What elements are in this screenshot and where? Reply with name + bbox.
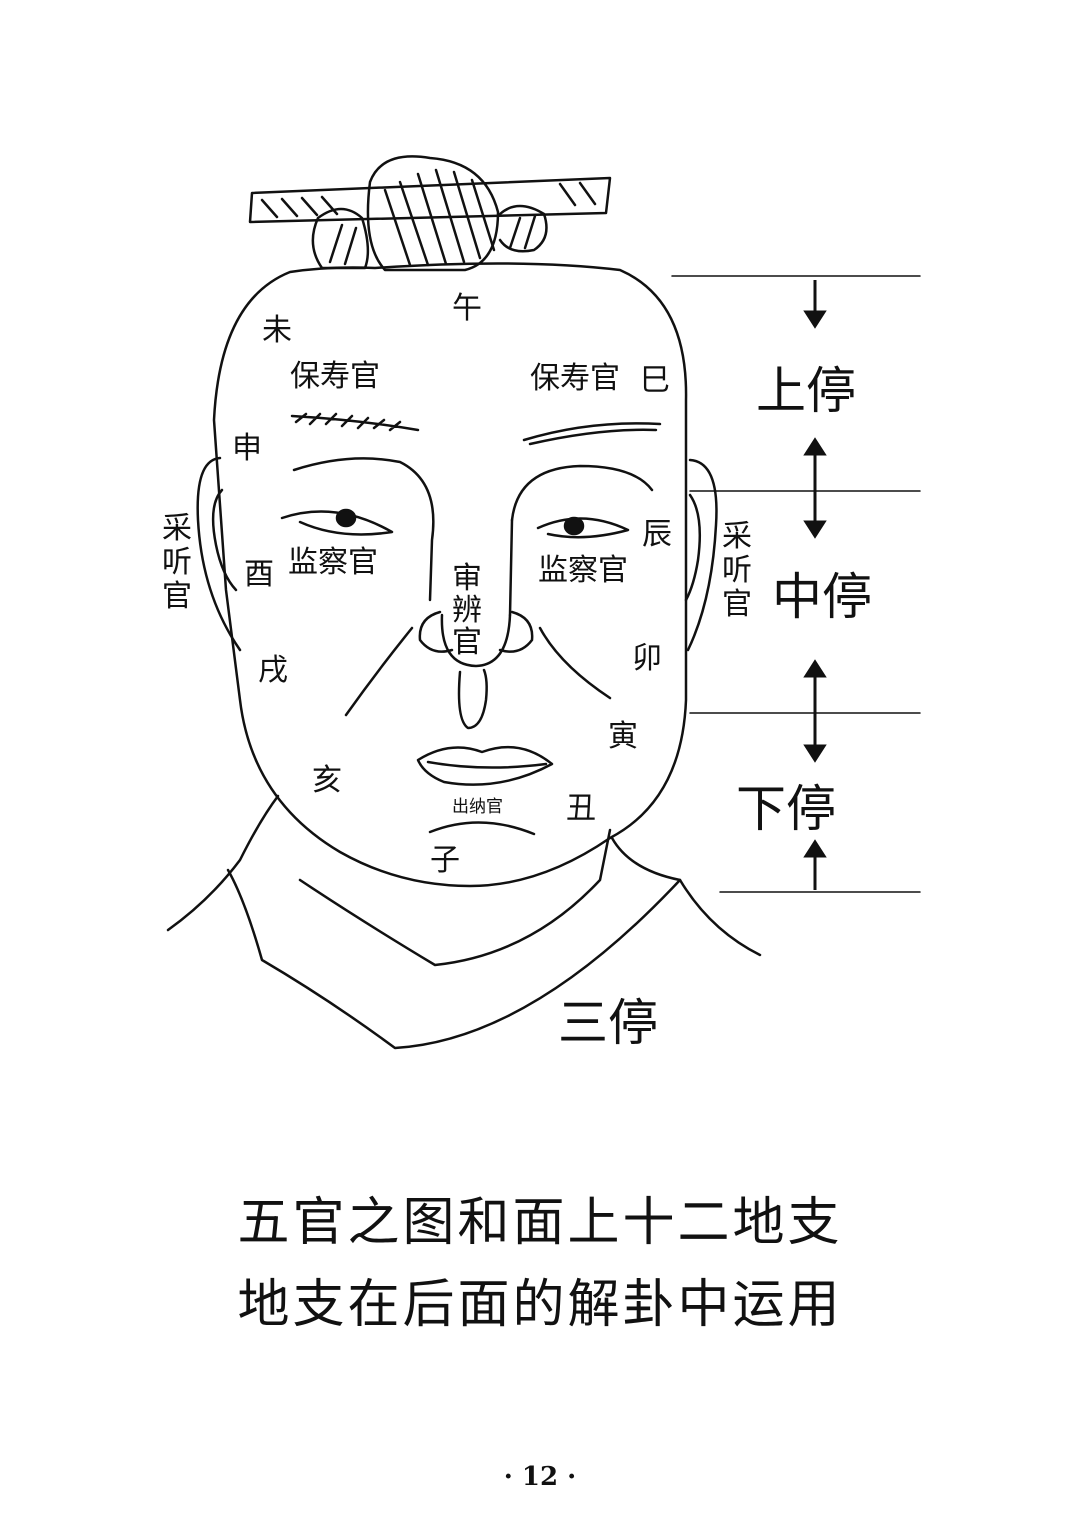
label-caiting-right-2: 听: [722, 553, 752, 588]
right-ear: [686, 458, 718, 652]
label-si: 巳: [640, 363, 670, 398]
label-jiancha-left: 监察官: [288, 545, 378, 580]
nose-tip: [440, 613, 512, 668]
right-eyebrow: [522, 422, 662, 446]
label-shenbian-2: 辨: [452, 593, 482, 628]
label-shen: 申: [232, 431, 262, 466]
label-xu: 戌: [258, 653, 288, 688]
left-socket: [292, 457, 435, 602]
arrows: [803, 280, 827, 890]
topknot: [311, 155, 548, 272]
philtrum: [457, 668, 488, 730]
label-wei: 未: [262, 313, 292, 348]
label-chuna: 出纳官: [452, 797, 503, 817]
label-wu: 午: [452, 291, 482, 326]
label-hai: 亥: [312, 763, 342, 798]
label-baoshou-left: 保寿官: [290, 359, 380, 394]
stop-lower: 下停: [736, 780, 836, 838]
label-caiting-right-1: 采: [722, 519, 752, 554]
caption-line-2: 地支在后面的解卦中运用: [237, 1275, 843, 1335]
label-jiancha-right: 监察官: [538, 553, 628, 588]
stops-title: 三停: [558, 994, 658, 1052]
page-number: · 12 ·: [503, 1462, 577, 1492]
caption-line-1: 五官之图和面上十二地支: [237, 1193, 843, 1253]
label-caiting-left-3: 官: [162, 579, 192, 614]
stop-middle: 中停: [772, 568, 872, 626]
label-baoshou-right: 保寿官: [530, 361, 620, 396]
stop-upper: 上停: [756, 362, 856, 420]
left-eye: [280, 510, 394, 536]
head-outline: [212, 262, 688, 888]
label-yin: 寅: [608, 719, 638, 754]
label-chou: 丑: [566, 791, 596, 826]
label-caiting-right-3: 官: [722, 587, 752, 622]
hairpin: [248, 176, 612, 224]
left-eyebrow: [290, 412, 420, 432]
label-caiting-left-2: 听: [162, 545, 192, 580]
label-you: 酉: [244, 557, 274, 592]
collar: [166, 794, 762, 1050]
nose-bridge: [508, 518, 514, 617]
label-zi: 子: [430, 843, 460, 878]
left-ear: [196, 456, 242, 652]
mouth: [416, 745, 554, 786]
right-eye: [536, 517, 630, 539]
label-mao: 卯: [632, 641, 662, 676]
label-shenbian-1: 审: [452, 561, 482, 596]
label-shenbian-3: 官: [452, 625, 482, 660]
stop-guides: [671, 275, 921, 893]
chin-curve: [428, 821, 536, 836]
right-socket: [510, 464, 654, 522]
label-caiting-left-1: 采: [162, 511, 192, 546]
label-chen: 辰: [642, 517, 672, 552]
